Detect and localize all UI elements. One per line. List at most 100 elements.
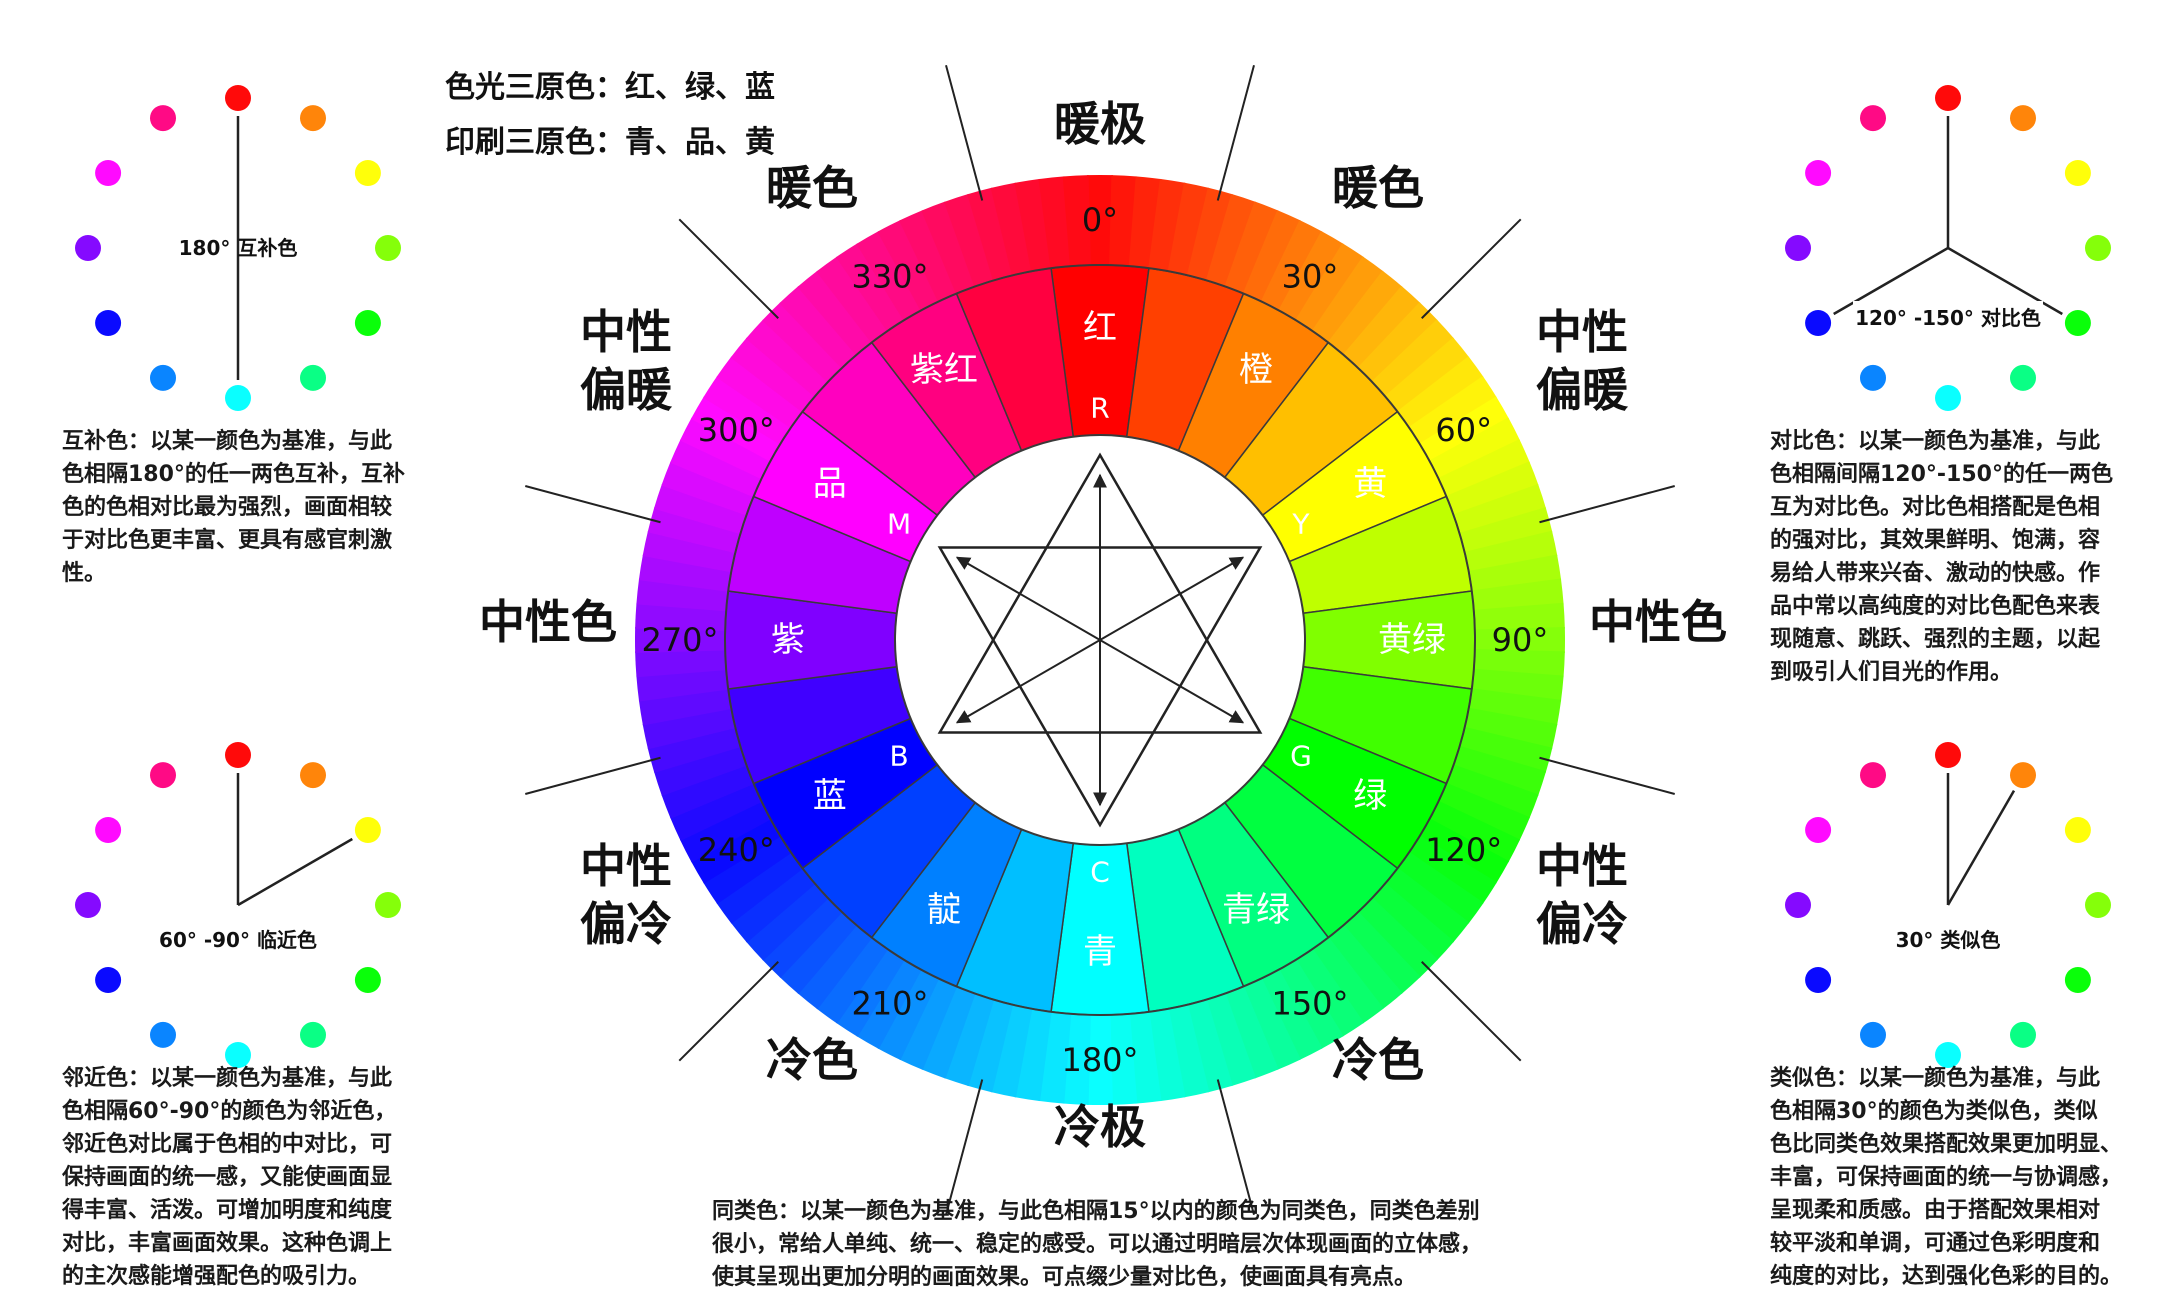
degree-label: 120°: [1425, 831, 1502, 869]
ring-divider: [724, 264, 1476, 1016]
color-name-label: 青绿: [1222, 890, 1290, 930]
outer-ring-slice: [1242, 978, 1301, 1070]
outer-ring-slice: [679, 417, 771, 480]
divider-ray: [1421, 961, 1522, 1062]
outer-ring-slice: [1311, 937, 1384, 1024]
outer-ring-slice: [856, 230, 922, 321]
outer-ring-slice: [635, 602, 727, 631]
neutral-cool-left-line2: 偏冷: [580, 897, 672, 951]
mini-wheel-label: 60° -90° 临近色: [159, 928, 317, 952]
outer-ring-slice: [1295, 243, 1365, 332]
outer-ring-slice: [921, 986, 976, 1079]
outer-ring-slice: [1357, 897, 1438, 978]
mini-wheel-dot: [95, 310, 122, 336]
color-name-label: 黄绿: [1378, 620, 1446, 660]
outer-ring-slice: [779, 911, 857, 995]
mini-wheel-dot: [2064, 817, 2091, 843]
outer-ring-slice: [877, 219, 940, 311]
outer-ring-slice: [1224, 986, 1279, 1079]
divider-ray: [945, 1079, 984, 1215]
mini-wheel-analogous: 30° 类似色: [1785, 742, 2111, 1068]
outer-ring-slice: [1278, 230, 1344, 321]
outer-ring-slice: [779, 285, 857, 369]
outer-ring-slice: [1429, 800, 1521, 863]
warm-label-right: 暖色: [1332, 161, 1424, 215]
mini-wheel-dot: [1805, 817, 1832, 843]
warm-pole-label: 暖极: [1054, 97, 1146, 151]
divider-ray: [678, 961, 779, 1062]
outer-ring-slice: [816, 937, 889, 1024]
outer-ring-slice: [967, 187, 1014, 281]
degree-label: 270°: [641, 621, 718, 659]
outer-ring-slice: [1128, 176, 1162, 269]
outer-ring-slice: [716, 356, 803, 429]
mini-wheel-dot: [75, 892, 101, 918]
color-name-label: 品: [813, 464, 847, 504]
outer-ring-slice: [1468, 688, 1562, 726]
outer-ring-slice: [1186, 187, 1233, 281]
outer-ring-slice: [899, 210, 958, 302]
outer-ring-slice: [1474, 627, 1565, 653]
mini-wheel-dot: [1860, 364, 1886, 391]
print-primaries-text: 印刷三原色：青、品、黄: [445, 125, 775, 160]
outer-ring-slice: [679, 800, 771, 863]
color-name-label: 红: [1083, 308, 1117, 348]
outer-ring-slice: [1343, 285, 1421, 369]
outer-ring-slice: [703, 835, 792, 905]
outer-ring-slice: [1397, 851, 1484, 924]
neutral-cool-right-line2: 偏冷: [1536, 897, 1628, 951]
mini-wheel-dot: [1805, 967, 1832, 993]
outer-ring-slice: [1438, 439, 1530, 498]
mini-wheel-dot: [1785, 892, 1811, 918]
outer-ring-slice: [1429, 417, 1521, 480]
neutral-warm-left-line2: 偏暖: [580, 363, 673, 417]
mini-wheel-adjacent: 60° -90° 临近色: [75, 742, 401, 1068]
mini-wheel-dot: [150, 1021, 176, 1048]
outer-ring-slice: [1167, 1004, 1210, 1098]
mini-wheel-dot: [95, 817, 122, 843]
mini-wheel-spoke: [1947, 246, 2063, 316]
degree-label: 60°: [1435, 411, 1492, 449]
mini-wheel-dot: [95, 160, 122, 186]
outer-ring-slice: [835, 948, 905, 1037]
outer-ring-slice: [1087, 1014, 1113, 1105]
mini-wheel-dot: [225, 742, 251, 768]
neutral-warm-right-line2: 偏暖: [1536, 363, 1629, 417]
outer-ring-slice: [636, 668, 729, 702]
outer-ring-slice: [703, 375, 792, 445]
mini-wheel-label-bg: [143, 923, 333, 957]
cool-pole-label: 冷极: [1054, 1100, 1146, 1154]
mini-wheel-label: 120° -150° 对比色: [1855, 306, 2041, 330]
outer-ring-slice: [1464, 707, 1558, 750]
mini-wheel-complementary: 180° 互补色: [75, 85, 401, 411]
primary-letter: B: [889, 740, 908, 773]
outer-ring-slice: [816, 256, 889, 343]
outer-ring-slice: [1278, 959, 1344, 1050]
degree-label: 30°: [1282, 257, 1339, 295]
color-name-label: 青: [1083, 932, 1117, 972]
color-name-label: 紫: [771, 620, 805, 660]
outer-ring-slice: [1148, 178, 1186, 272]
mini-wheel-dot: [1935, 1042, 1961, 1068]
primary-letter: R: [1090, 392, 1109, 425]
mini-wheel-dot: [75, 235, 101, 261]
outer-ring-slice: [1038, 1011, 1072, 1104]
outer-ring-slice: [1419, 396, 1510, 462]
outer-ring-slice: [1446, 764, 1539, 819]
outer-ring-slice: [1438, 782, 1530, 841]
outer-ring-slice: [653, 484, 747, 535]
outer-ring-slice: [1109, 175, 1138, 267]
mini-wheel-dot: [2010, 1021, 2036, 1048]
outer-ring-slice: [1357, 302, 1438, 383]
mini-wheel-dot: [150, 762, 176, 789]
primary-letter: C: [1090, 856, 1110, 889]
light-primaries-text: 色光三原色：红、绿、蓝: [445, 70, 775, 105]
outer-ring-slice: [877, 969, 940, 1061]
mini-wheel-dot: [2010, 105, 2036, 132]
color-name-label: 蓝: [813, 776, 847, 816]
mini-wheel-dot: [300, 364, 326, 391]
outer-ring-slice: [990, 182, 1033, 276]
neutral-label-left: 中性色: [479, 595, 617, 649]
contrast-description: 对比色：以某一颜色为基准，与此 色相隔间隔120°-150°的任一两色 互为对比…: [1770, 429, 2113, 685]
outer-ring-slice: [797, 924, 873, 1010]
